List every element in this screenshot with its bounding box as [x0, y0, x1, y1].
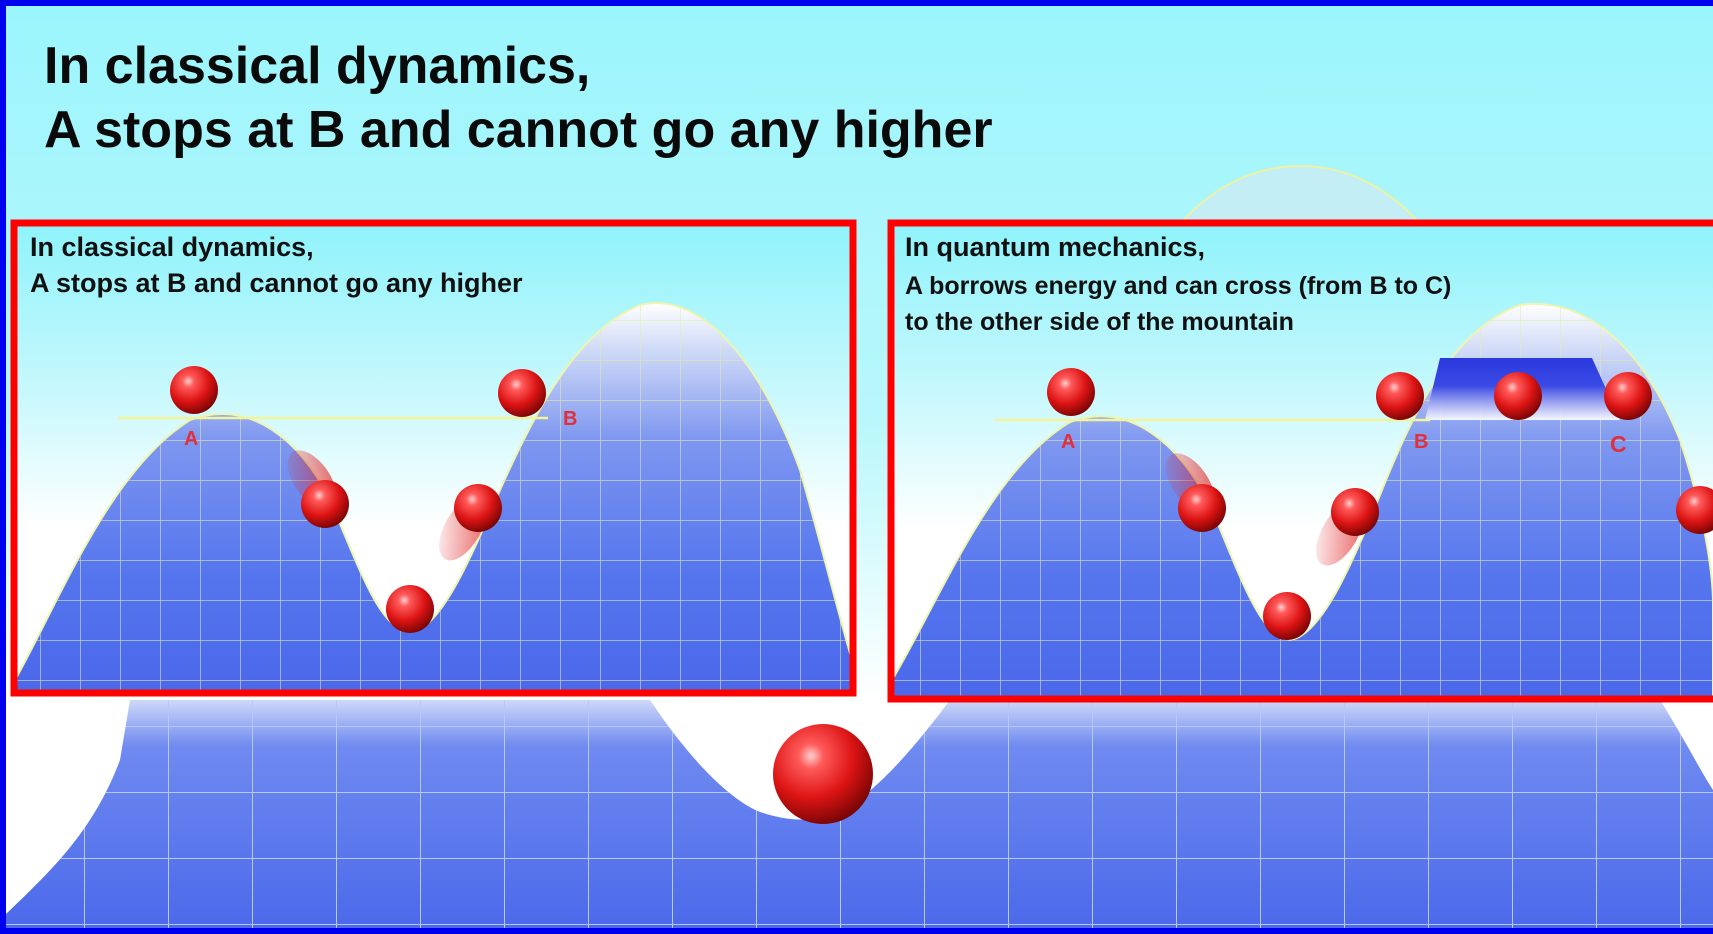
ball-far-side [1676, 486, 1713, 534]
label-c: C [1610, 431, 1627, 457]
ball-tunneling [1494, 372, 1542, 420]
ball-descending [301, 480, 349, 528]
quantum-panel: A B C In quantum mechanics, A borrows en… [887, 219, 1713, 703]
ball-bottom [386, 585, 434, 633]
classical-caption-line-1: In classical dynamics, [30, 232, 314, 262]
ball-bottom [1263, 592, 1311, 640]
ball-c [1604, 372, 1652, 420]
quantum-panel-border [887, 219, 1713, 703]
label-a: A [1061, 431, 1075, 453]
label-b: B [1414, 431, 1428, 453]
label-b: B [563, 408, 577, 430]
ball-b [1376, 372, 1424, 420]
header-line-1: In classical dynamics, [44, 37, 590, 95]
ball-ascending [454, 484, 502, 532]
ball-ascending [1331, 488, 1379, 536]
quantum-caption-line-2: A borrows energy and can cross (from B t… [905, 272, 1451, 300]
header-line-2: A stops at B and cannot go any higher [44, 101, 993, 159]
classical-panel-border [10, 219, 857, 697]
background-ball [773, 724, 873, 824]
quantum-caption-line-3: to the other side of the mountain [905, 308, 1294, 336]
ball-a [170, 366, 218, 414]
ball-descending [1178, 484, 1226, 532]
label-a: A [184, 428, 198, 450]
ball-b [498, 369, 546, 417]
quantum-caption-line-1: In quantum mechanics, [905, 232, 1205, 262]
background-landscape [0, 164, 1713, 934]
classical-caption-line-2: A stops at B and cannot go any higher [30, 268, 523, 298]
classical-panel: A B In classical dynamics, A stops at B … [10, 219, 857, 697]
ball-a [1047, 368, 1095, 416]
